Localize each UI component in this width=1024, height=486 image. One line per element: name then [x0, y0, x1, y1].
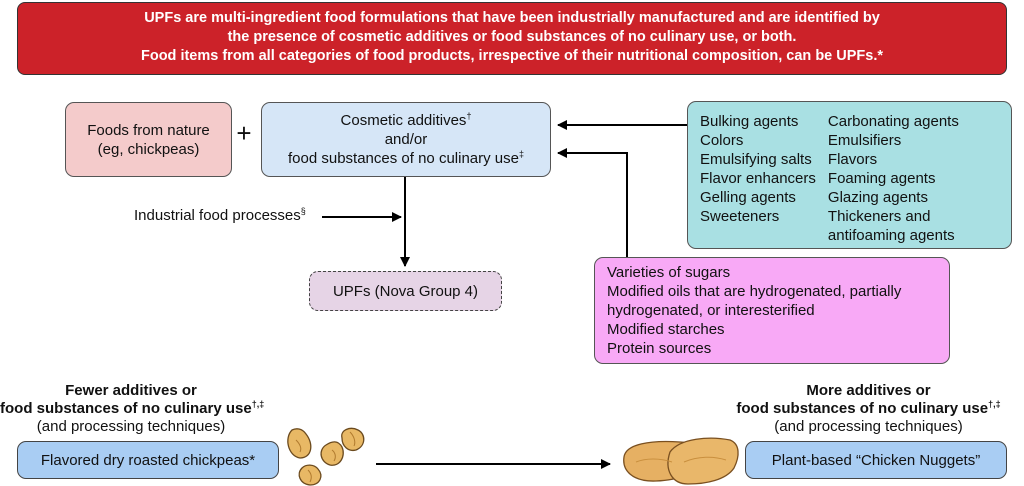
arrow-substances-to-cosmetic — [557, 148, 628, 257]
list-item: Bulking agents — [700, 113, 799, 130]
list-item: Modified starches — [607, 321, 725, 338]
list-item: Gelling agents — [700, 189, 796, 206]
list-item: Flavor enhancers — [700, 170, 816, 187]
list-item: Flavors — [827, 151, 878, 168]
list-item: Emulsifiers — [827, 132, 902, 149]
caption-line-3: (and processing techniques) — [774, 418, 963, 435]
caption-line-1: Fewer additives or — [65, 382, 197, 399]
food-substances-list-box: Varieties of sugars Modified oils that a… — [594, 257, 950, 364]
cosmetic-line-2: and/or — [384, 131, 428, 148]
list-item: Protein sources — [607, 340, 712, 357]
section-footnote: § — [300, 206, 306, 216]
plus-sign: + — [236, 118, 252, 148]
list-item: Glazing agents — [827, 189, 928, 206]
nature-line-1: Foods from nature — [87, 121, 210, 139]
list-item: Colors — [700, 132, 744, 149]
chickpeas-illustration — [287, 427, 365, 486]
dagger-footnote: † — [466, 111, 472, 121]
cosmetic-line-3: food substances of no culinary use‡ — [288, 149, 524, 168]
nature-line-2: (eg, chickpeas) — [97, 140, 200, 158]
fewer-additives-caption: Fewer additives or food substances of no… — [0, 382, 265, 436]
industrial-process-label: Industrial food processes§ — [134, 206, 306, 225]
list-item: Modified oils that are hydrogenated, par… — [607, 283, 902, 300]
list-item: antifoaming agents — [827, 227, 955, 244]
banner-line-2: the presence of cosmetic additives or fo… — [227, 29, 797, 45]
list-item: Carbonating agents — [827, 113, 959, 130]
banner-line-3: Food items from all categories of food p… — [140, 48, 884, 64]
list-item: Varieties of sugars — [607, 264, 731, 281]
more-additives-caption: More additives or food substances of no … — [713, 382, 1024, 436]
upf-nova-group-box: UPFs (Nova Group 4) — [309, 271, 502, 311]
list-item: Sweeteners — [700, 208, 780, 225]
roasted-chickpeas-box: Flavored dry roasted chickpeas* — [17, 441, 279, 479]
list-item: Foaming agents — [827, 170, 936, 187]
cosmetic-additives-box: Cosmetic additives† and/or food substanc… — [261, 102, 551, 177]
caption-line-2: food substances of no culinary use†,‡ — [0, 399, 265, 418]
cosmetic-line-1: Cosmetic additives† — [340, 111, 472, 130]
definition-banner: UPFs are multi-ingredient food formulati… — [17, 2, 1007, 75]
list-item: Emulsifying salts — [700, 151, 812, 168]
caption-line-2: food substances of no culinary use†,‡ — [736, 399, 1001, 418]
caption-line-1: More additives or — [806, 382, 931, 399]
list-item: hydrogenated, or interesterified — [607, 302, 815, 319]
foods-from-nature-box: Foods from nature (eg, chickpeas) — [65, 102, 232, 177]
additives-column-1: Bulking agents Colors Emulsifying salts … — [700, 112, 816, 248]
additives-column-2: Carbonating agents Emulsifiers Flavors F… — [828, 112, 959, 248]
caption-line-3: (and processing techniques) — [36, 418, 226, 435]
banner-line-1: UPFs are multi-ingredient food formulati… — [144, 10, 880, 26]
list-item: Thickeners and — [827, 208, 931, 225]
plant-based-nuggets-box: Plant-based “Chicken Nuggets” — [745, 441, 1007, 479]
cosmetic-additives-list-box: Bulking agents Colors Emulsifying salts … — [687, 101, 1012, 249]
double-dagger-footnote: ‡ — [518, 149, 524, 159]
chicken-nuggets-illustration — [623, 437, 739, 485]
